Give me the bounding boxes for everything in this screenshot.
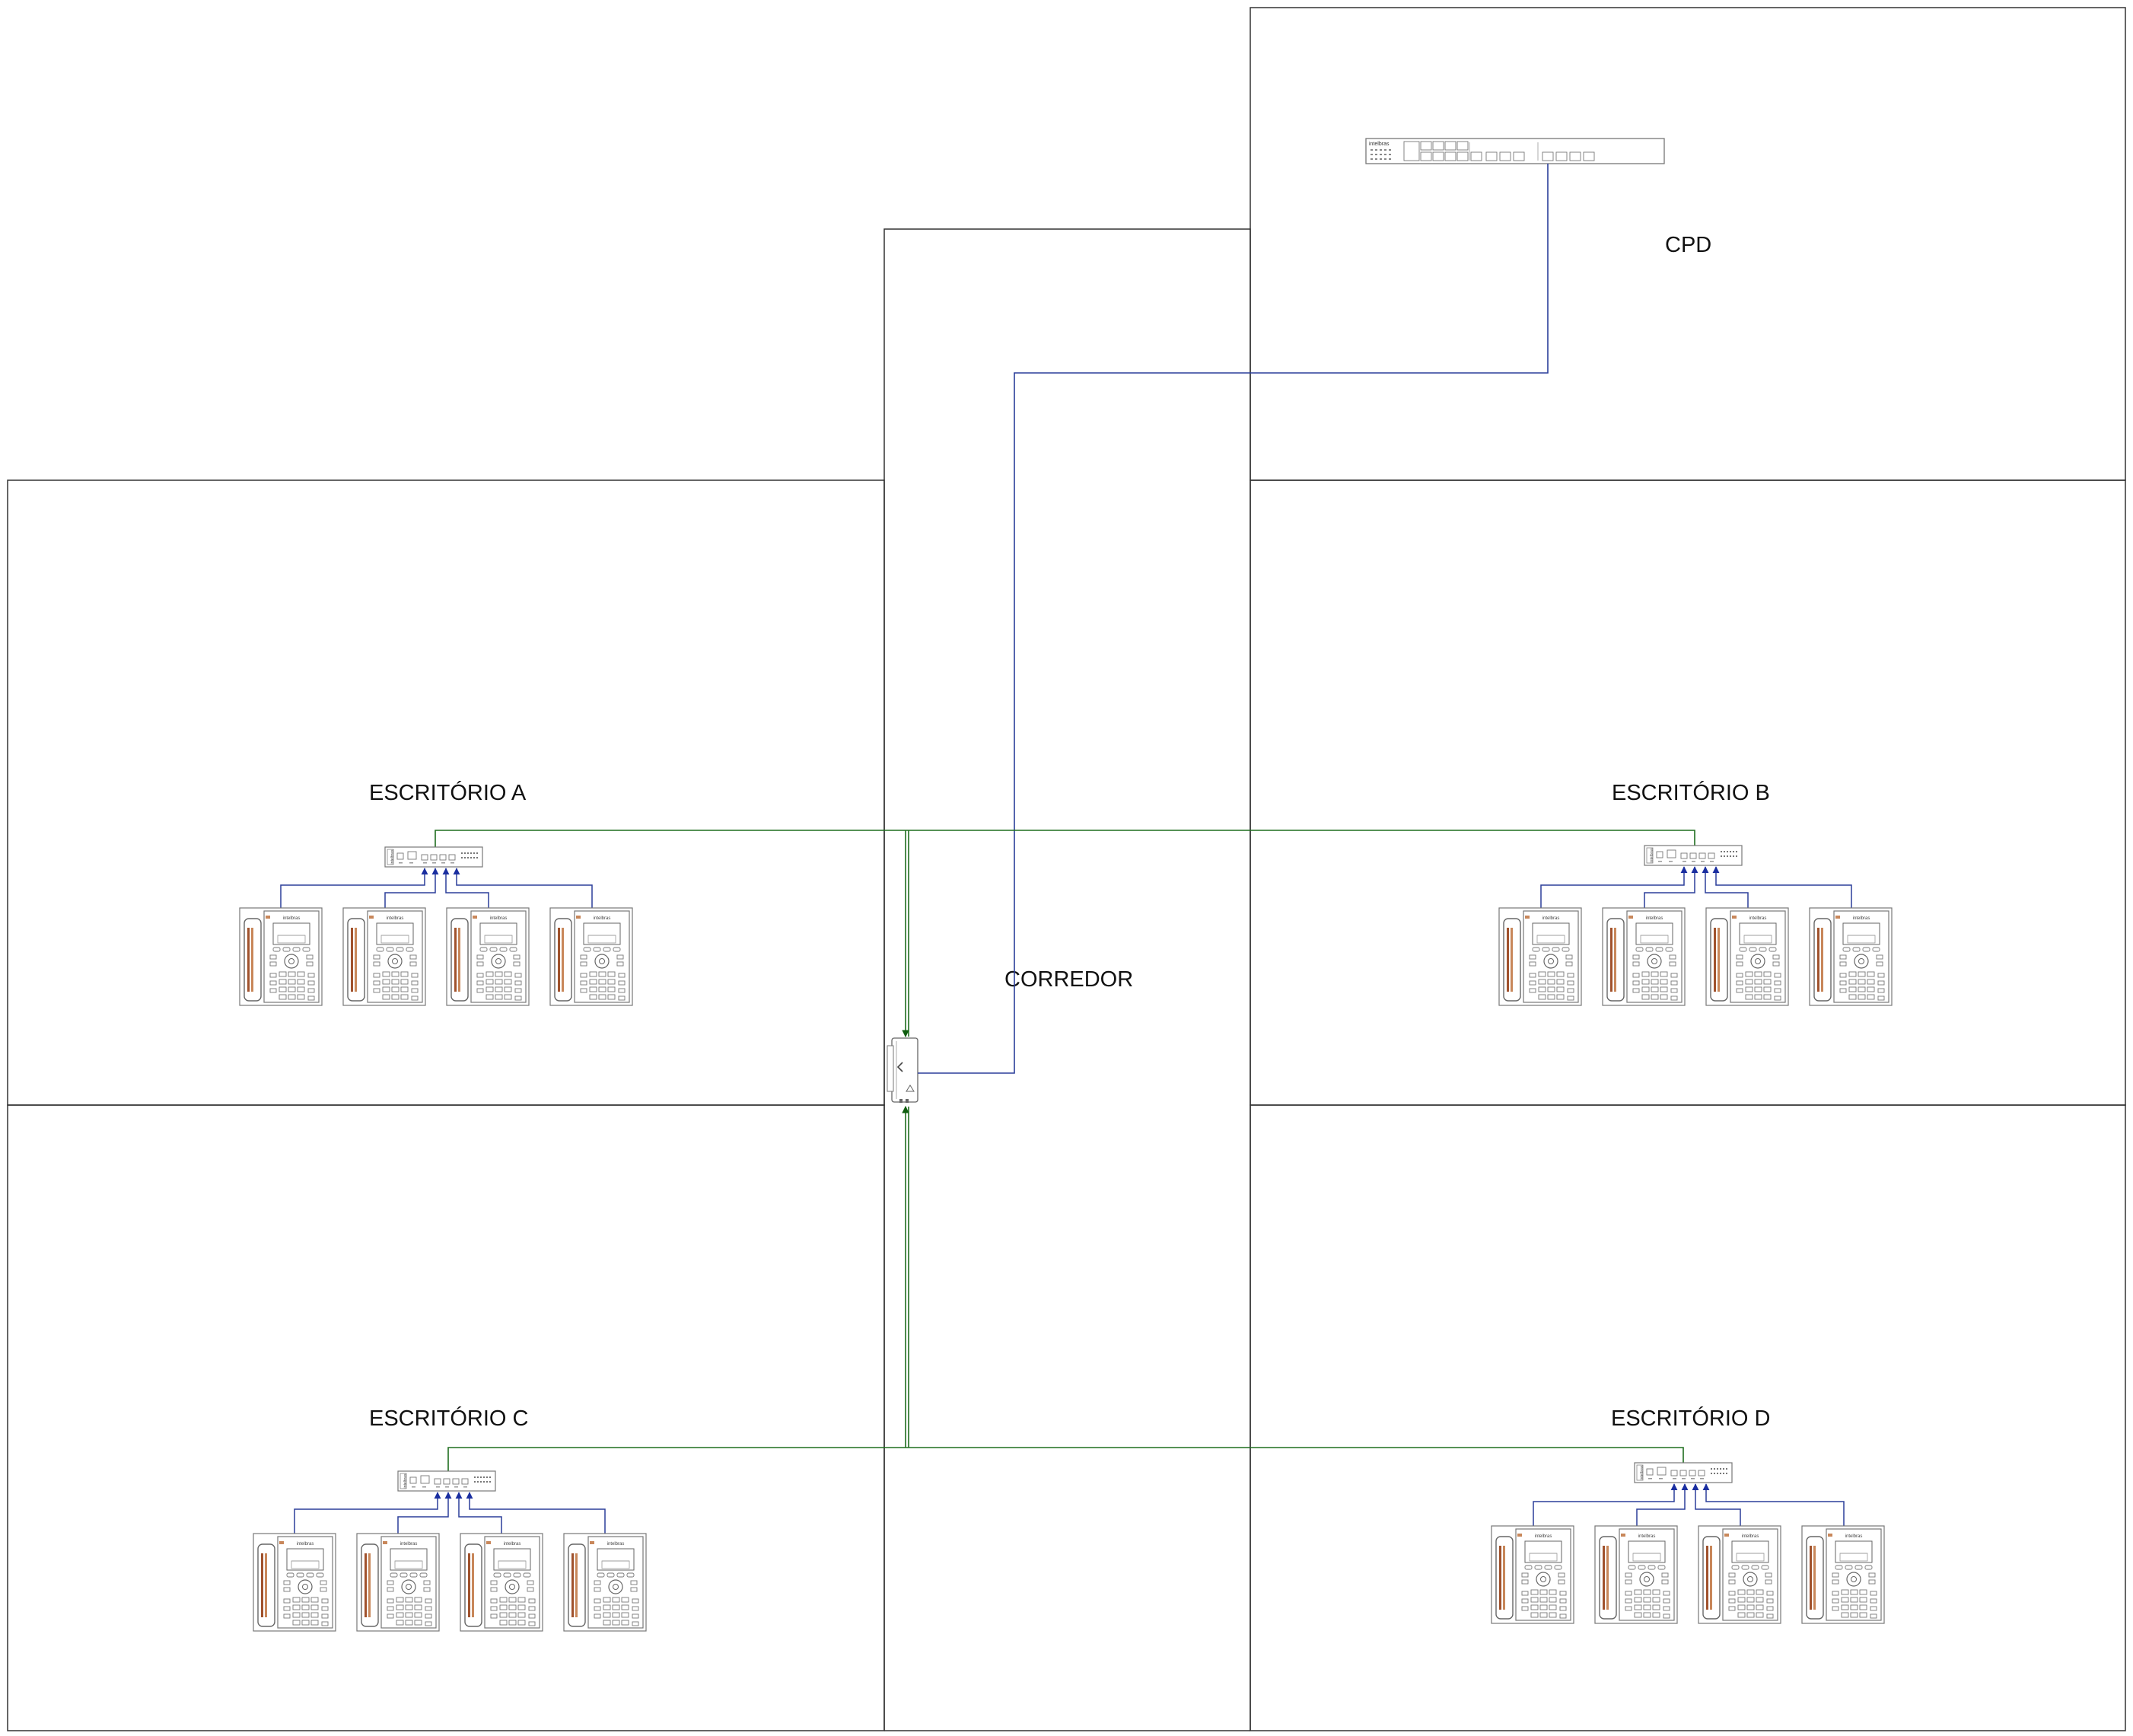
core-switch-brand: intelbras (1369, 142, 1390, 147)
office-d-phone-1[interactable] (1491, 1525, 1574, 1624)
office-a-network (239, 846, 633, 1006)
office-b-network (1498, 845, 1893, 1006)
room-corridor (883, 228, 1251, 1731)
label-office-b: ESCRITÓRIO B (1612, 780, 1770, 805)
office-a-phone-2[interactable] (342, 907, 426, 1006)
office-d-phone-4[interactable] (1801, 1525, 1885, 1624)
uplink-cables (435, 830, 1695, 1471)
office-d-phone-2[interactable] (1594, 1525, 1678, 1624)
label-office-a: ESCRITÓRIO A (369, 780, 527, 805)
office-b-phone-3[interactable] (1705, 907, 1789, 1006)
office-a-phone-3[interactable] (446, 907, 530, 1006)
label-office-d: ESCRITÓRIO D (1611, 1406, 1770, 1431)
label-corridor: CORREDOR (1004, 967, 1133, 992)
cable-cpd-to-rack (918, 164, 1549, 1074)
office-a-switch[interactable] (384, 846, 483, 868)
office-c-phone-3[interactable] (460, 1533, 543, 1632)
office-b-phone-2[interactable] (1602, 907, 1686, 1006)
corridor-rack[interactable] (887, 1037, 918, 1103)
label-office-c: ESCRITÓRIO C (369, 1406, 528, 1431)
office-b-phone-1[interactable] (1498, 907, 1582, 1006)
office-c-phone-4[interactable] (563, 1533, 647, 1632)
office-d-network (1491, 1462, 1885, 1624)
office-b-switch[interactable] (1644, 845, 1743, 866)
office-d-phone-3[interactable] (1698, 1525, 1781, 1624)
office-c-phone-1[interactable] (253, 1533, 336, 1632)
office-a-phone-1[interactable] (239, 907, 323, 1006)
label-cpd: CPD (1665, 233, 1711, 257)
office-b-phone-4[interactable] (1809, 907, 1893, 1006)
core-switch[interactable]: intelbras (1365, 138, 1665, 164)
office-a-phone-4[interactable] (549, 907, 633, 1006)
office-c-network (253, 1470, 647, 1632)
office-d-switch[interactable] (1634, 1462, 1733, 1483)
office-c-switch[interactable] (397, 1470, 496, 1492)
walls (7, 7, 2126, 1731)
office-c-phone-2[interactable] (356, 1533, 440, 1632)
